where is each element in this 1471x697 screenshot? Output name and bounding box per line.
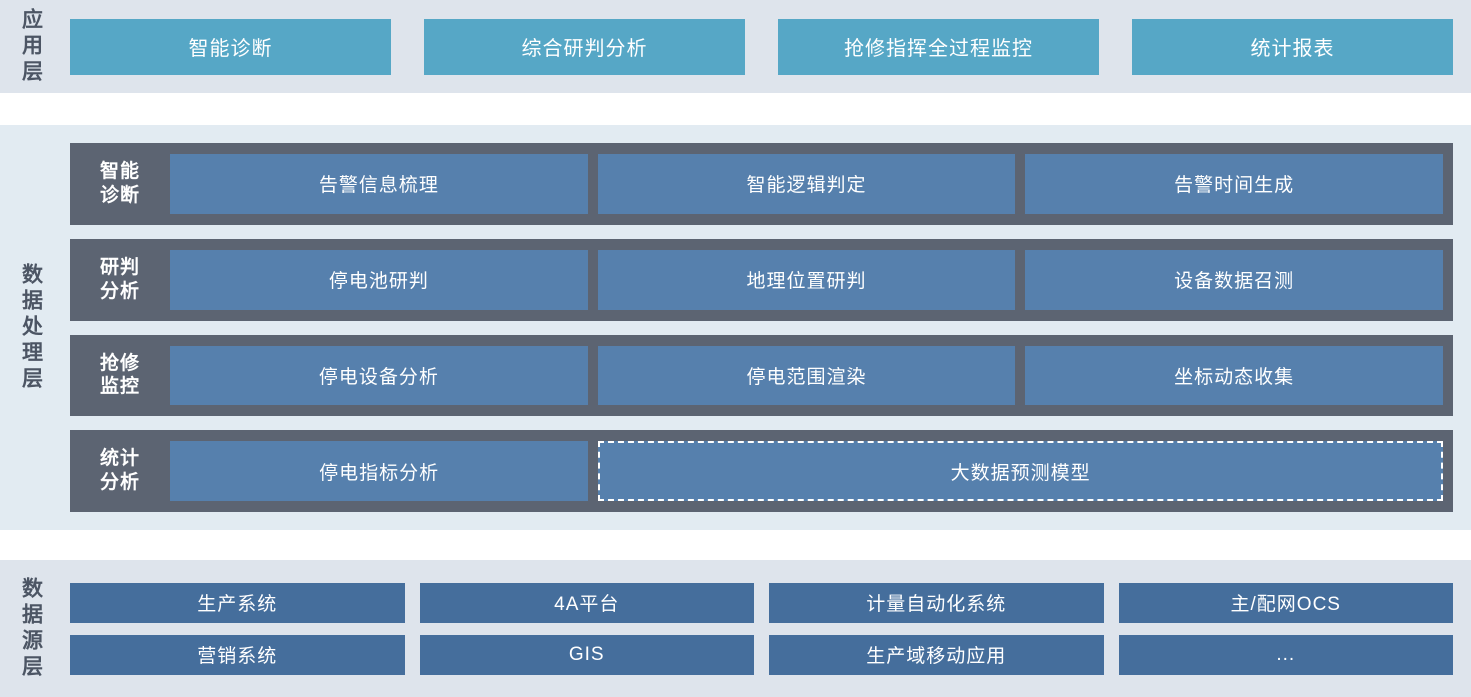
proc-row-label-judgment-analysis: 研判 分析 xyxy=(70,239,170,321)
proc-row-intelligent-diagnosis: 智能 诊断 告警信息梳理 智能逻辑判定 告警时间生成 xyxy=(70,143,1453,225)
proc-row-label-intelligent-diagnosis: 智能 诊断 xyxy=(70,143,170,225)
proc-row-label-statistical-analysis: 统计 分析 xyxy=(70,430,170,512)
app-box-intelligent-diagnosis[interactable]: 智能诊断 xyxy=(70,18,391,75)
proc-box-outage-index-analysis[interactable]: 停电指标分析 xyxy=(170,441,589,501)
proc-box-alarm-info-sorting[interactable]: 告警信息梳理 xyxy=(170,154,588,214)
app-box-statistical-report[interactable]: 统计报表 xyxy=(1132,18,1453,75)
proc-row-label-line2: 监控 xyxy=(99,376,140,398)
proc-box-alarm-time-generation[interactable]: 告警时间生成 xyxy=(1025,154,1444,214)
data-processing-layer-label-text: 数据处理层 xyxy=(19,262,43,393)
proc-box-outage-range-rendering[interactable]: 停电范围渲染 xyxy=(597,345,1016,406)
data-source-row-2: 营销系统 GIS 生产域移动应用 ... xyxy=(70,634,1453,675)
application-layer-label: 应用层 xyxy=(0,0,62,93)
app-box-repair-command-monitoring[interactable]: 抢修指挥全过程监控 xyxy=(778,18,1099,75)
src-box-main-distribution-ocs[interactable]: 主/配网OCS xyxy=(1118,582,1453,623)
src-box-production-mobile-application[interactable]: 生产域移动应用 xyxy=(769,634,1104,675)
src-box-marketing-system[interactable]: 营销系统 xyxy=(70,634,405,675)
application-layer-boxes: 智能诊断 综合研判分析 抢修指挥全过程监控 统计报表 xyxy=(62,0,1471,93)
proc-box-coordinate-dynamic-collection[interactable]: 坐标动态收集 xyxy=(1025,345,1444,406)
data-source-layer-label: 数据源层 xyxy=(0,560,62,697)
proc-row-label-line1: 智能 xyxy=(99,161,140,183)
proc-row-judgment-analysis: 研判 分析 停电池研判 地理位置研判 设备数据召测 xyxy=(70,238,1453,321)
proc-row-label-line2: 分析 xyxy=(99,472,140,494)
src-box-gis[interactable]: GIS xyxy=(419,634,754,675)
proc-box-outage-device-analysis[interactable]: 停电设备分析 xyxy=(170,345,588,406)
proc-row-label-line1: 统计 xyxy=(99,448,140,470)
panel-divider-top xyxy=(0,93,1471,125)
proc-row-label-line2: 分析 xyxy=(99,280,140,302)
proc-row-label-line1: 抢修 xyxy=(99,352,140,374)
proc-row-label-line1: 研判 xyxy=(99,256,140,278)
src-box-more[interactable]: ... xyxy=(1118,634,1453,675)
proc-box-outage-pool-judgment[interactable]: 停电池研判 xyxy=(170,249,588,310)
application-layer: 应用层 智能诊断 综合研判分析 抢修指挥全过程监控 统计报表 xyxy=(0,0,1471,93)
src-box-production-system[interactable]: 生产系统 xyxy=(70,582,405,623)
data-source-row-1: 生产系统 4A平台 计量自动化系统 主/配网OCS xyxy=(70,582,1453,623)
proc-box-big-data-prediction-model[interactable]: 大数据预测模型 xyxy=(598,441,1443,501)
data-processing-layer: 数据处理层 智能 诊断 告警信息梳理 智能逻辑判定 告警时间生成 xyxy=(0,125,1471,530)
proc-row-repair-monitoring: 抢修 监控 停电设备分析 停电范围渲染 坐标动态收集 xyxy=(70,334,1453,417)
app-box-comprehensive-analysis[interactable]: 综合研判分析 xyxy=(424,18,745,75)
data-processing-rows: 智能 诊断 告警信息梳理 智能逻辑判定 告警时间生成 研判 分析 xyxy=(62,125,1471,530)
proc-box-intelligent-logic-judgment[interactable]: 智能逻辑判定 xyxy=(597,154,1016,214)
proc-box-geographic-location-judgment[interactable]: 地理位置研判 xyxy=(597,249,1016,310)
proc-box-device-data-polling[interactable]: 设备数据召测 xyxy=(1025,249,1444,310)
proc-row-statistical-analysis: 统计 分析 停电指标分析 大数据预测模型 xyxy=(70,430,1453,512)
data-processing-layer-label: 数据处理层 xyxy=(0,125,62,530)
data-source-rows: 生产系统 4A平台 计量自动化系统 主/配网OCS 营销系统 GIS 生产域移动… xyxy=(62,560,1471,697)
src-box-metering-automation-system[interactable]: 计量自动化系统 xyxy=(769,582,1104,623)
proc-row-boxes-intelligent-diagnosis: 告警信息梳理 智能逻辑判定 告警时间生成 xyxy=(170,143,1453,225)
panel-divider-bottom xyxy=(0,530,1471,560)
data-source-layer: 数据源层 生产系统 4A平台 计量自动化系统 主/配网OCS 营销系统 GIS … xyxy=(0,560,1471,697)
proc-row-boxes-statistical-analysis: 停电指标分析 大数据预测模型 xyxy=(170,430,1453,512)
application-layer-label-text: 应用层 xyxy=(19,7,43,86)
proc-row-boxes-judgment-analysis: 停电池研判 地理位置研判 设备数据召测 xyxy=(170,239,1453,321)
proc-row-label-repair-monitoring: 抢修 监控 xyxy=(70,335,170,417)
proc-row-label-line2: 诊断 xyxy=(99,184,140,206)
data-source-layer-label-text: 数据源层 xyxy=(19,576,43,681)
proc-row-boxes-repair-monitoring: 停电设备分析 停电范围渲染 坐标动态收集 xyxy=(170,335,1453,417)
src-box-4a-platform[interactable]: 4A平台 xyxy=(419,582,754,623)
